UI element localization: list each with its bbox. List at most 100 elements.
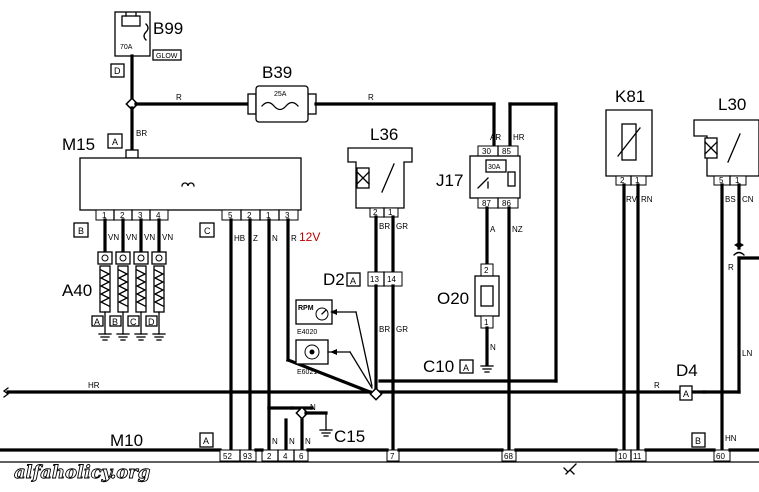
m15-pin: 3 xyxy=(285,211,290,220)
m15-label: M15 xyxy=(62,135,95,154)
o20-label: O20 xyxy=(437,289,469,308)
m15-pin: 2 xyxy=(247,211,252,220)
a40-plug-tag: A xyxy=(94,317,100,327)
wire-label-n-c15: N xyxy=(305,437,311,446)
m15-pin: 3 xyxy=(138,211,143,220)
d2-pin: 14 xyxy=(387,275,396,284)
d2-tag: A xyxy=(350,276,356,286)
j17-pin: 86 xyxy=(502,199,511,208)
ground-icon xyxy=(480,365,494,373)
k81-label: K81 xyxy=(615,87,645,106)
splice-icon xyxy=(733,251,745,256)
b99-fuse-box: 70A xyxy=(114,11,151,57)
m10-pin: 60 xyxy=(716,452,725,461)
m10-pin: 7 xyxy=(390,452,395,461)
ecu-symbol-icon xyxy=(563,463,577,475)
wire-label-vn: VN xyxy=(162,233,173,242)
wire-label-hr: HR xyxy=(513,133,525,142)
m10-pin: 52 xyxy=(223,452,232,461)
m10-tag-b: B xyxy=(695,436,701,446)
l36-label: L36 xyxy=(370,125,398,144)
wire-label-ar: AR xyxy=(490,133,501,142)
wire-label-n-o20: N xyxy=(490,343,496,352)
m10-pin: 93 xyxy=(243,452,252,461)
c15-label: C15 xyxy=(334,427,365,446)
arrow-icon xyxy=(330,309,337,315)
wire-label-n-c15: N xyxy=(272,437,278,446)
wire-label-gr-d2: GR xyxy=(396,325,408,334)
wire-label-ln: LN xyxy=(742,349,752,358)
m10-pin: 4 xyxy=(283,452,288,461)
l36-pin: 2 xyxy=(373,208,378,217)
wire-break-icon xyxy=(2,387,10,398)
l30-pin: 5 xyxy=(719,176,724,185)
c10-label: C10 xyxy=(423,357,454,376)
l30-pin: 1 xyxy=(735,176,740,185)
e6021-indicator xyxy=(295,339,329,365)
j17-pin: 87 xyxy=(482,199,491,208)
wire-label-r-l30: R xyxy=(728,263,734,272)
wire-label-r-b39: R xyxy=(368,93,374,102)
m15-pins-left: 1 2 3 4 xyxy=(95,209,169,221)
wire-label-hn: HN xyxy=(725,434,737,443)
junction-node xyxy=(295,406,309,420)
a40-label: A40 xyxy=(62,281,92,300)
b39-label: B39 xyxy=(262,63,292,82)
m15-control-unit xyxy=(79,157,302,211)
m15-tag-b: B xyxy=(78,226,84,236)
a40-plug-tag: C xyxy=(130,317,137,327)
watermark: alfaholicy.org xyxy=(14,462,150,483)
ground-icon xyxy=(98,333,166,341)
wire-label-br-d2: BR xyxy=(379,325,390,334)
glow-symbol-icon xyxy=(181,182,195,187)
wire-label-vn: VN xyxy=(126,233,137,242)
j17-pin: 30 xyxy=(482,147,491,156)
wire-label-r-m15: R xyxy=(291,234,297,243)
wire-label-n: N xyxy=(272,234,278,243)
b39-fuse-rating: 25A xyxy=(274,91,287,98)
m15-pin: 5 xyxy=(228,211,233,220)
l30-label: L30 xyxy=(718,95,746,114)
m15-tag-c: C xyxy=(204,226,211,236)
wire-label-n-c15: N xyxy=(289,437,295,446)
b99-fuse-rating: 70A xyxy=(120,44,133,51)
l36-pin: 1 xyxy=(388,208,393,217)
wire-label-n-c15: N xyxy=(310,403,316,412)
m10-pin: 11 xyxy=(633,452,642,461)
d2-pin: 13 xyxy=(370,275,379,284)
a40-glow-plug-wires: VN VN VN VN xyxy=(103,218,173,254)
wire-label-br: BR xyxy=(136,129,147,138)
m15-pin: 2 xyxy=(120,211,125,220)
a40-plug-tag: B xyxy=(112,317,118,327)
a40-glow-plugs xyxy=(97,251,167,313)
wire-label-br-l36: BR xyxy=(379,222,390,231)
c10-tag: A xyxy=(463,363,469,373)
m10-pins: 52 93 2 4 6 7 68 10 11 60 xyxy=(223,452,725,461)
e6021-label: E6021 xyxy=(297,369,317,376)
voltage-note: 12V xyxy=(299,230,320,244)
wire-label-nz: NZ xyxy=(512,225,523,234)
b99-label: B99 xyxy=(153,19,183,38)
m10-pin: 10 xyxy=(618,452,627,461)
m10-tag-a: A xyxy=(203,436,209,446)
j17-pin: 85 xyxy=(502,147,511,156)
b39-fuse: 25A xyxy=(247,85,317,123)
wire-label-bs: BS xyxy=(725,195,736,204)
d2-label: D2 xyxy=(323,270,345,289)
m15-pins-right: 5 2 1 3 xyxy=(221,209,299,221)
m15-pin: 4 xyxy=(156,211,161,220)
b99-tag: D xyxy=(114,66,121,76)
ground-icon xyxy=(319,429,333,437)
wire-label-vn: VN xyxy=(108,233,119,242)
a40-plug-tag: D xyxy=(148,317,155,327)
m10-label: M10 xyxy=(110,431,143,450)
wire-label-rv: RV xyxy=(626,195,638,204)
m15-pin: 1 xyxy=(102,211,107,220)
j17-label: J17 xyxy=(436,171,463,190)
b99-glow-label: GLOW xyxy=(156,53,178,60)
d4-label: D4 xyxy=(676,361,698,380)
wire-label-cn: CN xyxy=(742,195,754,204)
k81-pin: 2 xyxy=(620,176,625,185)
m10-pin: 6 xyxy=(299,452,304,461)
